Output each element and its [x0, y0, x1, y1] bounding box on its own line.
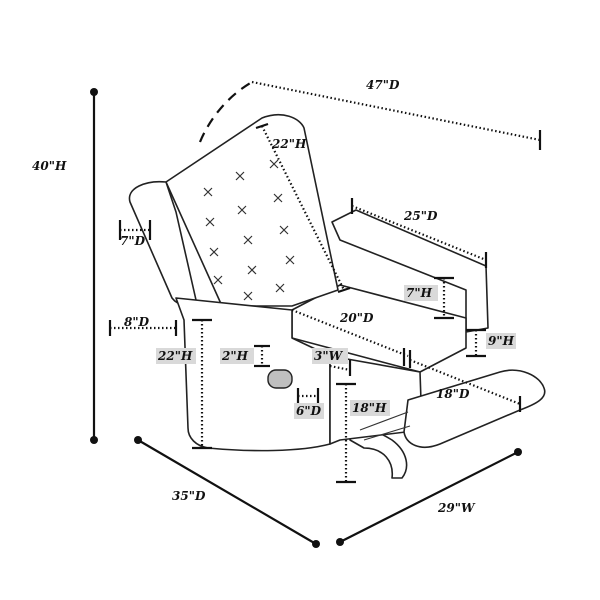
label-cushion-height: 9"H — [488, 334, 515, 348]
label-seat-top-depth: 25"D — [403, 209, 438, 223]
label-shades — [156, 285, 516, 419]
dim-total-height-end-bottom — [90, 436, 98, 444]
shade-arm-seat — [404, 285, 438, 301]
dim-total-height-end-top — [90, 88, 98, 96]
label-base-depth: 35"D — [172, 489, 206, 503]
label-arm-seat: 7"H — [406, 286, 433, 300]
recliner-chair — [128, 113, 546, 479]
label-wing-depth: 7"D — [120, 234, 146, 248]
label-arm-depth: 8"D — [124, 315, 150, 329]
footrest — [403, 369, 546, 448]
dimension-labels: 40"H 47"D 22"H 25"D 7"D 7"H 8"D 20"D 22"… — [32, 78, 515, 515]
footrest-support — [359, 411, 411, 441]
dim-base-depth — [137, 439, 317, 545]
dim-handle-width — [329, 364, 351, 372]
dim-back-tick-top — [255, 122, 269, 130]
button-tufts — [203, 159, 295, 301]
dim-seat-depth — [291, 308, 409, 358]
label-handle-depth: 6"D — [296, 404, 322, 418]
label-base-width: 29"W — [437, 501, 476, 515]
dim-base-width-end-a — [336, 538, 344, 546]
label-footrest-depth: 18"D — [436, 387, 470, 401]
shade-handle-d — [294, 403, 324, 419]
backrest — [165, 113, 339, 307]
shade-arm-height — [156, 348, 196, 364]
dim-base-width-end-b — [514, 448, 522, 456]
dim-back-height — [261, 125, 345, 291]
dim-base-depth-end-a — [134, 436, 142, 444]
recline-lever-icon — [267, 369, 293, 389]
dim-seat-top-depth — [351, 204, 487, 262]
dim-reclined-arc — [198, 81, 253, 143]
label-seat-depth: 20"D — [339, 311, 374, 325]
dim-reclined-depth — [251, 80, 541, 142]
label-reclined-depth: 47"D — [366, 78, 400, 92]
label-handle-width: 3"W — [314, 349, 344, 363]
shade-seat-h — [350, 400, 390, 416]
shade-handle-h — [220, 348, 254, 364]
dim-base-depth-end-b — [312, 540, 320, 548]
dim-base-width — [339, 451, 519, 543]
shade-cushion — [486, 333, 516, 349]
shade-handle-w — [312, 348, 348, 364]
label-handle-height: 2"H — [221, 349, 249, 363]
dim-back-tick-bottom — [337, 286, 351, 294]
label-back-height: 22"H — [271, 137, 307, 151]
label-total-height: 40"H — [32, 159, 67, 173]
dimension-lines — [90, 80, 542, 548]
label-seat-height: 18"H — [352, 401, 387, 415]
label-arm-height: 22"H — [157, 349, 193, 363]
